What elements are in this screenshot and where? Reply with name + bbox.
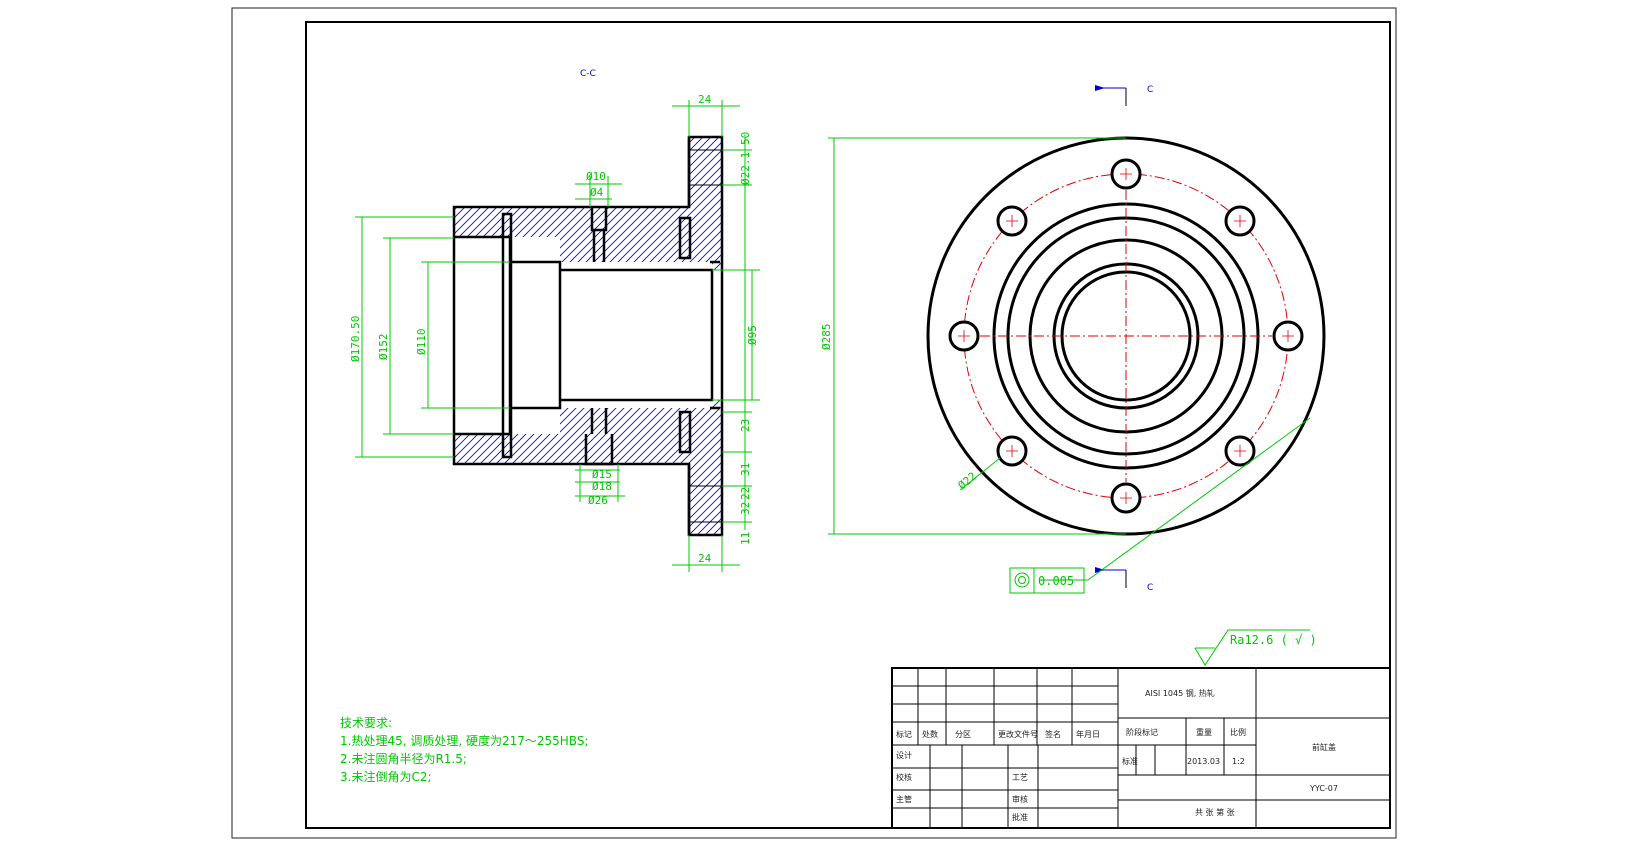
section-mark-top: C xyxy=(1147,85,1153,95)
section-hatch-upper xyxy=(454,137,722,270)
dim-d95: Ø95 xyxy=(746,325,759,345)
tb-supervisor: 主管 xyxy=(896,794,912,804)
tb-header-change: 更改文件号 xyxy=(998,729,1038,739)
tb-standard: 标准 xyxy=(1122,756,1138,766)
dim-d10: Ø10 xyxy=(586,170,606,183)
section-mark-bottom: C xyxy=(1147,583,1153,593)
section-hatch-lower xyxy=(454,400,722,535)
dim-d15: Ø15 xyxy=(592,468,612,481)
dim-top-width: 24 xyxy=(698,93,712,106)
tb-header-sign: 签名 xyxy=(1045,729,1061,739)
tech-notes: 技术要求: 1.热处理45, 调质处理, 硬度为217～255HBS; 2.未注… xyxy=(340,716,589,784)
dim-d4: Ø4 xyxy=(590,186,604,199)
tb-weight: 重量 xyxy=(1196,727,1212,737)
tb-scale: 1:2 xyxy=(1232,757,1245,766)
dim-d170: Ø170.50 xyxy=(349,316,362,362)
dim-v23: 23 xyxy=(739,419,752,432)
tb-approve: 批准 xyxy=(1012,812,1028,822)
dim-v32: 32 xyxy=(739,502,752,515)
tb-review: 审核 xyxy=(1012,794,1028,804)
tb-sheet: 共 张 第 张 xyxy=(1195,807,1235,817)
tech-note-1: 1.热处理45, 调质处理, 硬度为217～255HBS; xyxy=(340,733,589,748)
tb-header-mark: 标记 xyxy=(896,729,912,739)
section-label: C-C xyxy=(580,69,596,79)
dim-d221: Ø22.1 xyxy=(739,152,752,185)
tb-drawing-no: YYC-07 xyxy=(1309,784,1338,793)
tb-part-name: 前缸盖 xyxy=(1312,742,1336,752)
tech-note-3: 3.未注倒角为C2; xyxy=(340,769,432,784)
tb-process: 工艺 xyxy=(1012,773,1028,782)
tb-scale-label: 比例 xyxy=(1230,727,1246,737)
tb-header-date: 年月日 xyxy=(1076,729,1100,739)
dim-d26: Ø26 xyxy=(588,494,608,507)
title-block: 标记 处数 分区 更改文件号 签名 年月日 设计 校核 主管 工艺 审核 批准 … xyxy=(891,667,1391,829)
dim-d152: Ø152 xyxy=(377,334,390,361)
dim-v50: 50 xyxy=(739,132,752,145)
roughness-symbol: Ra12.6 ( √ ) xyxy=(1194,629,1317,666)
tolerance-value: 0.005 xyxy=(1038,574,1074,588)
dim-d18: Ø18 xyxy=(592,480,612,493)
tb-stage-mark: 阶段标记 xyxy=(1126,727,1158,737)
tb-header-count: 处数 xyxy=(922,729,938,739)
tech-note-2: 2.未注圆角半径为R1.5; xyxy=(340,751,467,766)
roughness-text: Ra12.6 ( √ ) xyxy=(1230,633,1317,647)
section-view: C-C xyxy=(349,69,760,572)
outer-border xyxy=(231,7,1397,839)
tb-header-zone: 分区 xyxy=(955,730,971,739)
dim-d110: Ø110 xyxy=(415,329,428,356)
dim-v11: 11 xyxy=(739,532,752,545)
dim-v22: 22 xyxy=(739,487,752,500)
tolerance-frame: 0.005 xyxy=(1009,567,1085,594)
dim-d22: Ø22 xyxy=(956,470,980,493)
dim-bottom-width: 24 xyxy=(698,552,712,565)
dim-v31: 31 xyxy=(739,463,752,476)
concentricity-icon xyxy=(1014,572,1030,588)
dim-d285: Ø285 xyxy=(820,324,833,351)
inner-frame xyxy=(305,21,1391,829)
tb-check: 校核 xyxy=(896,772,912,782)
tb-material: AISI 1045 钢, 热轧 xyxy=(1145,688,1215,698)
tb-date: 2013.03 xyxy=(1187,757,1220,766)
tech-notes-title: 技术要求: xyxy=(340,716,392,730)
tb-design: 设计 xyxy=(896,750,912,760)
front-view: C C xyxy=(820,85,1326,594)
